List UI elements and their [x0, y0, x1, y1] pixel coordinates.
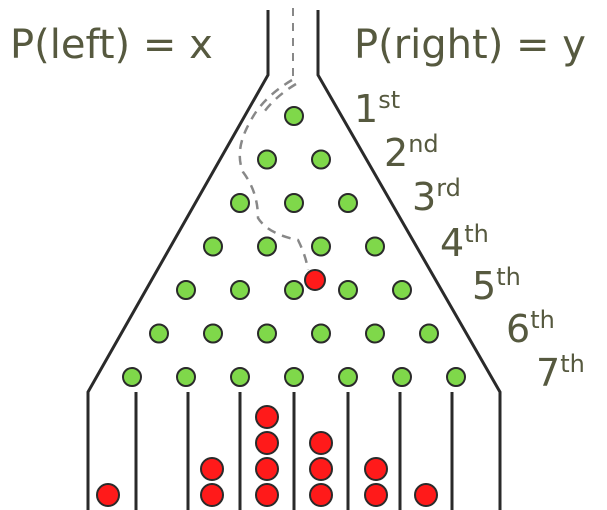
collected-ball [309, 457, 333, 481]
peg [230, 193, 250, 213]
board-right-wall [316, 10, 502, 510]
row-label-4: 4th [440, 220, 489, 265]
peg [392, 280, 412, 300]
peg [419, 323, 439, 344]
collected-ball [96, 483, 120, 507]
row-ordinal-suffix: rd [436, 174, 461, 202]
collected-ball [414, 483, 438, 507]
row-number: 6 [506, 307, 530, 351]
row-label-1: 1st [354, 86, 400, 131]
peg [338, 280, 358, 300]
board-left-wall [86, 10, 270, 510]
peg-grid [122, 106, 466, 387]
peg [257, 236, 277, 257]
peg [338, 193, 358, 213]
peg [230, 280, 250, 300]
peg [176, 280, 196, 300]
peg [365, 236, 385, 257]
row-label-2: 2nd [384, 130, 439, 175]
row-number: 5 [472, 264, 496, 308]
collected-ball [255, 457, 279, 481]
board-outline [86, 10, 502, 510]
row-ordinal-suffix: st [378, 86, 400, 114]
peg [284, 193, 304, 213]
row-ordinal-suffix: th [464, 220, 489, 248]
peg [230, 367, 250, 387]
row-number: 7 [536, 351, 560, 395]
row-ordinal-suffix: th [496, 263, 521, 291]
peg [446, 367, 466, 387]
peg [311, 149, 331, 170]
ball-path [238, 78, 310, 271]
peg [203, 323, 223, 344]
peg [284, 367, 304, 387]
peg [365, 323, 385, 344]
bin-dividers [134, 392, 454, 510]
ball-path-outer [263, 82, 297, 113]
row-number: 2 [384, 131, 408, 175]
collected-ball [364, 483, 388, 507]
peg [284, 280, 304, 300]
collected-ball [200, 483, 224, 507]
peg [284, 106, 304, 126]
row-ordinal-suffix: th [530, 306, 555, 334]
peg [311, 236, 331, 257]
row-number: 3 [412, 175, 436, 219]
peg [203, 236, 223, 257]
collected-ball [309, 483, 333, 507]
row-ordinal-suffix: th [560, 350, 585, 378]
peg [392, 367, 412, 387]
peg [122, 367, 142, 387]
collected-ball [255, 431, 279, 455]
row-label-5: 5th [472, 263, 521, 308]
falling-ball [304, 269, 326, 291]
row-label-7: 7th [536, 350, 585, 395]
peg [149, 323, 169, 344]
left-probability-label: P(left) = x [10, 22, 213, 68]
row-number: 4 [440, 221, 464, 265]
collected-balls [96, 405, 438, 507]
collected-ball [309, 431, 333, 455]
right-probability-label: P(right) = y [354, 22, 586, 68]
peg [257, 323, 277, 344]
collected-ball [364, 457, 388, 481]
peg [257, 149, 277, 170]
collected-ball [200, 457, 224, 481]
row-number: 1 [354, 87, 378, 131]
peg [311, 323, 331, 344]
row-ordinal-suffix: nd [408, 130, 438, 158]
peg [176, 367, 196, 387]
collected-ball [255, 405, 279, 429]
row-label-6: 6th [506, 306, 555, 351]
row-label-3: 3rd [412, 174, 461, 219]
peg [338, 367, 358, 387]
collected-ball [255, 483, 279, 507]
